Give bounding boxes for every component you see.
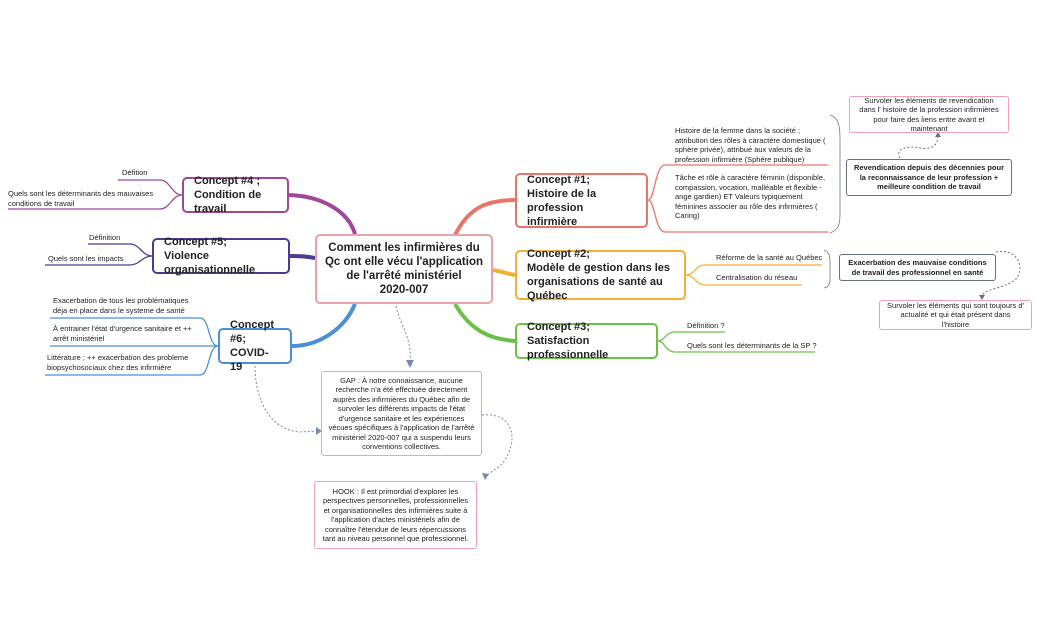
concept4-label2: Condition de travail — [194, 189, 262, 215]
concept1-summary[interactable]: Revendication depuis des décennies pour … — [846, 159, 1012, 196]
concept2-label2: Modèle de gestion dans les — [527, 262, 671, 274]
concept4-label1: Concept #4 ; — [194, 175, 261, 187]
concept1-callout[interactable]: Survoler les éléments de revendication d… — [849, 96, 1009, 133]
concept2-callout[interactable]: Survoler les éléments qui sont toujours … — [879, 300, 1032, 330]
concept3-subtopic-determinants[interactable]: Quels sont les déterminants de la SP ? — [687, 341, 817, 350]
central-topic-line3: de l'arrêté ministériel — [346, 270, 462, 282]
concept6-label1: Concept #6; — [230, 319, 274, 345]
concept3-subtopic-definition[interactable]: Définition ? — [687, 321, 725, 330]
branch-concept2 — [492, 268, 518, 277]
concept4-subtopic-determinants[interactable]: Quels sont les déterminants des mauvaise… — [8, 189, 154, 208]
concept1-node[interactable]: Concept #1; Histoire de la profession in… — [515, 173, 648, 228]
central-topic-line4: 2020-007 — [379, 284, 429, 296]
central-topic-line2: Qc ont elle vécu l'application — [324, 256, 484, 268]
concept1-label1: Concept #1; — [527, 173, 590, 186]
concept3-label2: Satisfaction professionnelle — [527, 335, 609, 361]
concept4-subtopic-definition[interactable]: Défition — [122, 168, 148, 177]
concept5-subtopic-definition[interactable]: Définition — [89, 233, 121, 242]
central-topic-line1: Comment les infirmières du — [328, 242, 480, 254]
branch-concept3 — [453, 302, 518, 343]
concept3-node[interactable]: Concept #3; Satisfaction professionnelle — [515, 321, 658, 361]
concept1-subtopic-feminine-roles[interactable]: Tâche et rôle à caractère féminin (dispo… — [675, 173, 826, 220]
concept6-subtopic-exacerbation[interactable]: Exacerbation de tous les problématiques … — [53, 296, 189, 315]
branch-concept1 — [453, 198, 518, 236]
concept2-subtopic-reform[interactable]: Réforme de la santé au Québec — [716, 253, 823, 262]
concept2-node[interactable]: Concept #2; Modèle de gestion dans les o… — [515, 248, 686, 302]
concept3-label1: Concept #3; — [527, 321, 590, 333]
concept5-label1: Concept #5; — [164, 236, 227, 248]
branch-concept4 — [288, 193, 357, 235]
concept2-label1: Concept #2; — [527, 248, 590, 260]
concept1-label3: infirmière — [527, 215, 578, 228]
concept6-node[interactable]: Concept #6; COVID-19 — [218, 319, 292, 373]
concept6-label2: COVID-19 — [230, 347, 269, 373]
gap-note[interactable]: GAP : À notre connaissance, aucune reche… — [321, 371, 482, 456]
branch-concept5 — [289, 254, 316, 260]
concept5-label2: Violence organisationnelle — [164, 250, 256, 276]
concept4-node[interactable]: Concept #4 ; Condition de travail — [182, 175, 289, 215]
concept5-subtopic-impacts[interactable]: Quels sont les impacts — [48, 254, 124, 263]
concept2-summary[interactable]: Exacerbation des mauvaise conditions de … — [839, 254, 996, 281]
concept5-node[interactable]: Concept #5; Violence organisationnelle — [152, 236, 290, 276]
concept2-subtopic-centralization[interactable]: Centralisation du réseau — [716, 273, 798, 282]
concept2-label3: organisations de santé au Québec — [527, 276, 663, 302]
branch-concept6 — [291, 303, 357, 348]
concept6-subtopic-literature[interactable]: Littérature ; ++ exacerbation des proble… — [47, 353, 189, 372]
concept1-subtopic-history[interactable]: Histoire de la femme dans la société ; a… — [675, 126, 826, 164]
hook-note[interactable]: HOOK : Il est primordial d'explorer les … — [314, 481, 477, 549]
concept1-label2: Histoire de la profession — [527, 187, 597, 214]
central-topic[interactable]: Comment les infirmières du Qc ont elle v… — [315, 234, 493, 304]
concept6-subtopic-emergency[interactable]: À entrainer l'état d'urgence sanitaire e… — [53, 324, 192, 343]
